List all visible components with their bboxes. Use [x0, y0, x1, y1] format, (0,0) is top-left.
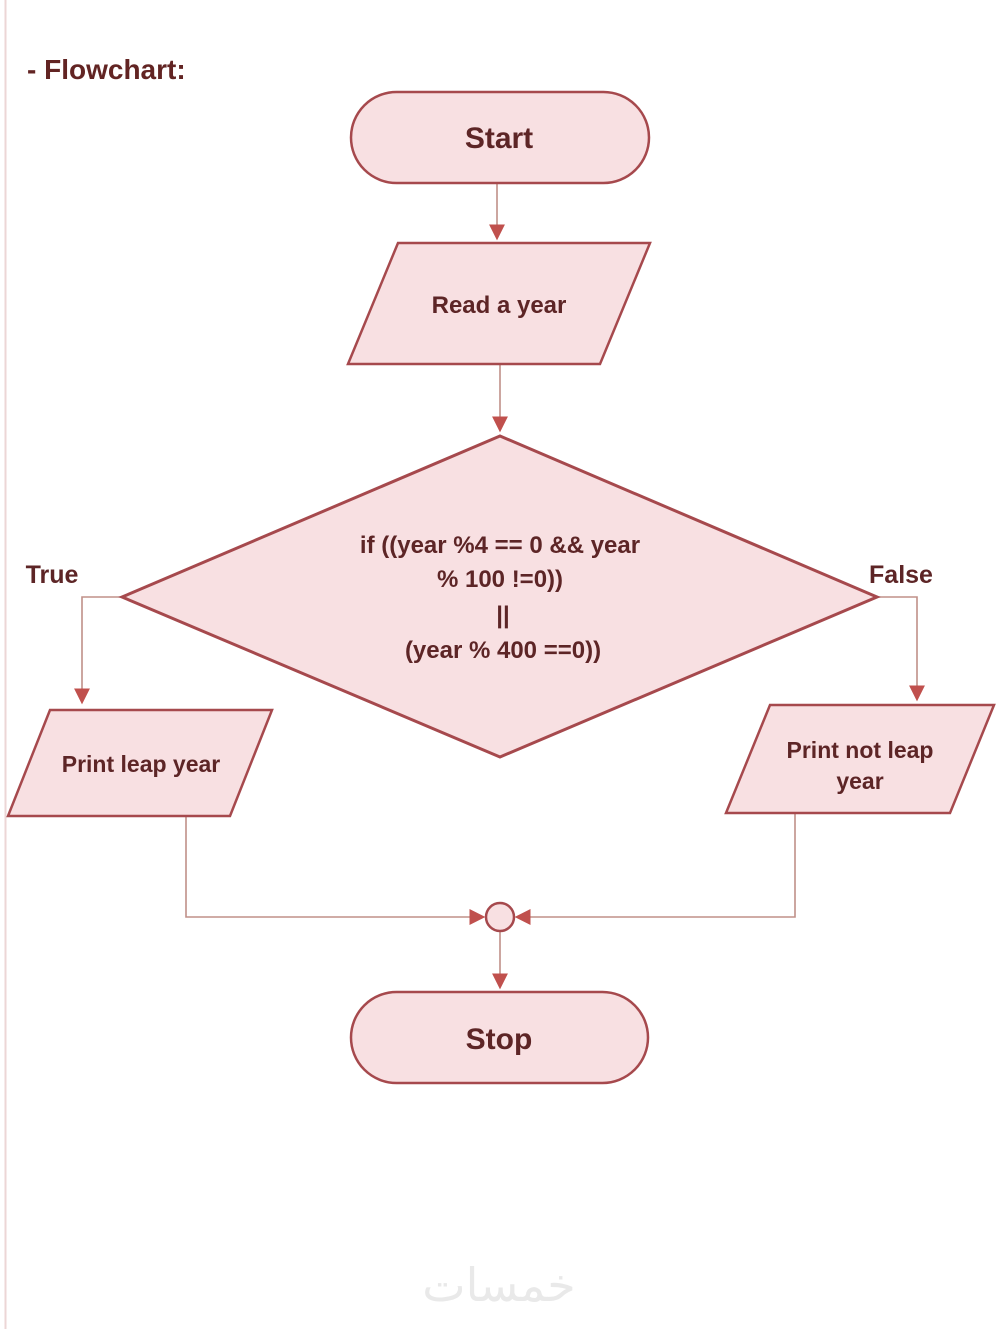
merge-connector-circle	[484, 901, 516, 933]
print-not-leap-year-node: Print not leap year	[724, 703, 996, 815]
print-not-leap-year-node-label-line1: Print not leap	[787, 737, 934, 763]
decision-node: if ((year %4 == 0 && year % 100 !=0)) ||…	[118, 434, 881, 759]
print-not-leap-year-node-shape	[724, 703, 996, 815]
start-node-label: Start	[465, 122, 533, 155]
read-a-year-node-shape	[346, 241, 652, 366]
read-a-year-node-label: Read a year	[432, 292, 567, 319]
decision-node-label-line3: ||	[496, 602, 509, 629]
decision-node-label-line1: if ((year %4 == 0 && year	[360, 532, 640, 559]
print-not-leap-year-node-label-line2: year	[836, 768, 883, 794]
arrow-decision-false-to-print-not-leap	[877, 596, 925, 702]
arrow-print-leap-to-merge	[185, 817, 486, 925]
watermark: خمسات	[422, 1258, 575, 1312]
print-leap-year-node-label: Print leap year	[62, 751, 221, 777]
print-leap-year-node-shape	[6, 708, 274, 818]
read-a-year-node: Read a year	[346, 241, 652, 366]
true-branch-label: True	[26, 561, 79, 589]
arrow-print-not-leap-to-merge	[514, 814, 796, 925]
stop-node-shape	[349, 990, 650, 1085]
decision-node-label-line4: (year % 400 ==0))	[405, 637, 601, 664]
page-title: - Flowchart:	[27, 54, 186, 85]
decision-node-shape	[118, 434, 881, 759]
false-branch-label: False	[869, 561, 933, 589]
stop-node: Stop	[349, 990, 650, 1085]
print-leap-year-node: Print leap year	[6, 708, 274, 818]
arrow-decision-true-to-print-leap	[74, 596, 122, 705]
start-node: Start	[349, 90, 651, 185]
stop-node-label: Stop	[466, 1023, 533, 1056]
decision-node-label-line2: % 100 !=0))	[437, 566, 563, 593]
start-node-shape	[349, 90, 651, 185]
